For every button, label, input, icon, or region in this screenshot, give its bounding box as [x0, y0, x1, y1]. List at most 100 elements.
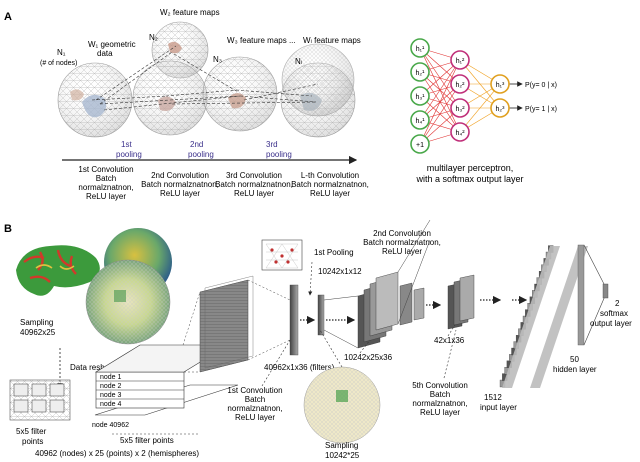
mlp-output-node: h₁³: [490, 74, 510, 94]
panel-a-label: A: [4, 11, 12, 23]
sampling-sphere-2: [303, 366, 381, 444]
w3-title: W₃ feature maps ...: [227, 36, 296, 45]
output-count: 2: [615, 299, 620, 308]
b-conv1-l4: ReLU layer: [235, 413, 275, 422]
fc-connections: [502, 246, 588, 388]
node-row-4: node 4: [100, 401, 122, 408]
mlp-input-node: +1: [410, 134, 430, 154]
b-conv1-l3: normalznatnon,: [227, 404, 282, 413]
mlp-input-node: h₁¹: [410, 38, 430, 58]
input-count: 1512: [484, 393, 502, 402]
w2-title: W₂ feature maps: [160, 8, 220, 17]
sphere-6: [281, 43, 355, 117]
mlp-hidden-node: h₄²: [450, 122, 470, 142]
sampling1-label: Sampling: [20, 318, 53, 327]
node-row-1: node 1: [100, 374, 122, 381]
reshaped-table: [94, 344, 239, 416]
data-reshaping-label: Data reshaping: [70, 363, 124, 372]
a-conv2-l2: Batch normalznatnon,: [141, 180, 219, 189]
b-conv1-pointer: [261, 339, 291, 387]
mlp-node-label: h₂²: [456, 82, 466, 89]
pool1-pointer: [308, 261, 313, 296]
b-conv2-l3: ReLU layer: [382, 247, 422, 256]
b-conv5-dims: 42x1x36: [434, 336, 465, 345]
pool3-sublabel: pooling: [266, 150, 292, 159]
output-label-1: softmax: [600, 309, 628, 318]
conv2-pointer: [359, 339, 371, 354]
b-conv1-dims: 40962x1x36 (filters): [264, 363, 335, 372]
w1-label: W₁ geometric: [88, 40, 136, 49]
mlp-edge: [419, 59, 461, 145]
sampling2-dims: 10242*25: [325, 451, 360, 460]
b-conv2-l2: Batch normalznatnon,: [363, 238, 441, 247]
mlp-node-label: h₁³: [496, 82, 505, 89]
mlp-edges: [419, 47, 523, 145]
n1-sublabel: (# of nodes): [40, 60, 77, 67]
mlp-edge: [459, 83, 501, 133]
n1-label: N₁: [57, 48, 66, 57]
input-layer-label: input layer: [480, 403, 517, 412]
bottom-dims-label: 40962 (nodes) x 25 (points) x 2 (hemisph…: [35, 449, 199, 458]
b-conv5-l2: Batch: [430, 390, 450, 399]
conv1-slabs: [289, 284, 325, 356]
sampling2-label: Sampling: [325, 441, 358, 450]
mlp-caption-1: multilayer perceptron,: [427, 163, 514, 173]
mlp-node-label: h₁²: [456, 58, 465, 65]
pool2-label: 2nd: [190, 140, 203, 149]
b-conv1-l1: 1st Convolution: [227, 386, 282, 395]
b-conv1-l2: Batch: [245, 395, 265, 404]
mlp-node-label: h₄¹: [415, 118, 425, 125]
conv5-stack: [447, 274, 475, 330]
mlp-node-label: h₃²: [455, 106, 465, 113]
hidden-layer-label: hidden layer: [553, 365, 597, 374]
conv5-label-pointer: [443, 329, 457, 379]
filter-points-label: 5x5 filter points: [120, 436, 174, 445]
a-conv3-l3: ReLU layer: [234, 189, 274, 198]
pool1-dims-b: 10242x1x12: [318, 267, 362, 276]
mlp-input-node: h₂¹: [410, 62, 430, 82]
conv2-stack: [357, 271, 425, 349]
mlp-edge: [419, 59, 461, 121]
wl-title: Wₗ feature maps: [303, 36, 361, 45]
mlp-hidden-node: h₁²: [450, 50, 470, 70]
mlp-output-label: P(y= 1 | x): [525, 106, 557, 113]
panel-b-label: B: [4, 223, 12, 235]
mlp-node-label: h₃¹: [415, 94, 425, 101]
sphere-4: [202, 56, 278, 132]
hidden-layer-column: [577, 244, 585, 346]
mlp-output-node: h₂³: [490, 98, 510, 118]
w1-sublabel: data: [97, 49, 113, 58]
sampling2-pointer: [319, 329, 343, 368]
sampling1-dims: 40962x25: [20, 328, 56, 337]
mlp-node-label: +1: [416, 142, 424, 149]
b-conv5-l1: 5th Convolution: [412, 381, 468, 390]
b-conv2-l1: 2nd Convolution: [373, 229, 431, 238]
pool1-sublabel: pooling: [116, 150, 142, 159]
mlp-output-label: P(y= 0 | x): [525, 82, 557, 89]
filter-patches: [9, 379, 71, 421]
mlp-node-label: h₁¹: [416, 46, 425, 53]
pool3-label: 3rd: [266, 140, 278, 149]
b-conv2-dims: 10242x25x36: [344, 353, 393, 362]
a-conv2-l3: ReLU layer: [160, 189, 200, 198]
mlp-hidden-node: h₂²: [450, 74, 470, 94]
mlp-hidden-node: h₃²: [450, 98, 470, 118]
a-conv3-l1: 3rd Convolution: [226, 171, 282, 180]
pool2-sublabel: pooling: [188, 150, 214, 159]
filter-sublabel: points: [22, 437, 43, 446]
projection-lines: [182, 279, 291, 373]
flow-arrows: [300, 295, 528, 325]
sphere-3: [132, 60, 208, 136]
output-label-2: output layer: [590, 319, 632, 328]
mlp-node-label: h₂¹: [416, 70, 426, 77]
conv2-lines: [323, 219, 431, 349]
filter-label: 5x5 filter: [16, 427, 47, 436]
node-row-last: node 40962: [92, 422, 129, 429]
mlp-node-label: h₄²: [455, 130, 465, 137]
node-row-2: node 2: [100, 383, 122, 390]
node-row-3: node 3: [100, 392, 122, 399]
mlp-edge: [419, 83, 461, 145]
n2-label: N₂: [149, 33, 158, 42]
b-conv5-l4: ReLU layer: [420, 408, 460, 417]
a-conv1-l1: 1st Convolution: [78, 165, 133, 174]
